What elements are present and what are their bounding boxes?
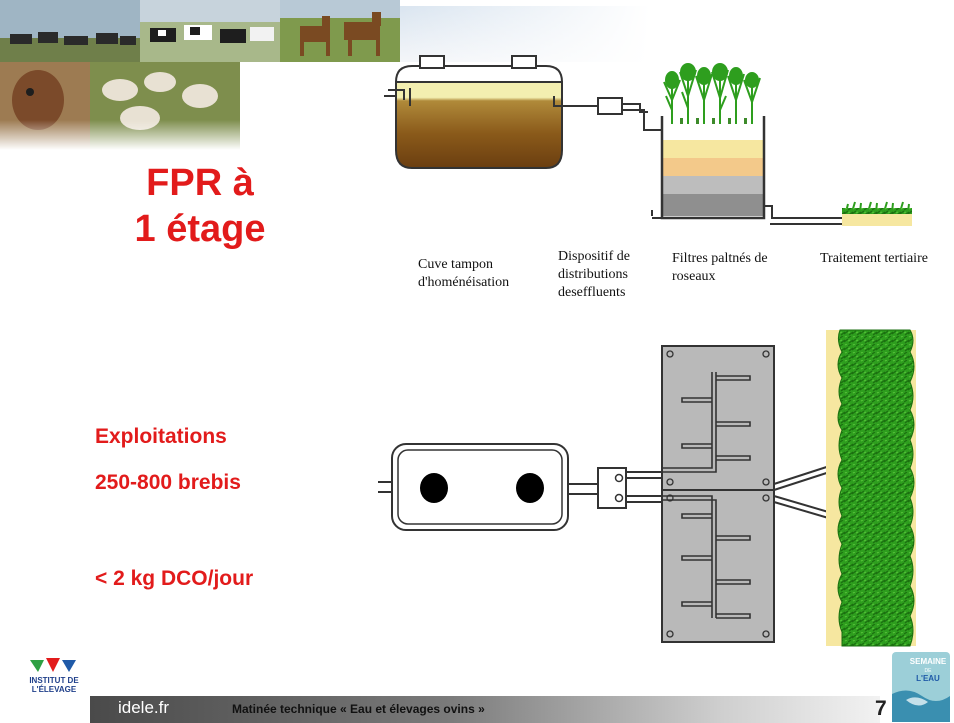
title-line-2: 1 étage [134,208,266,250]
dco-text: < 2 kg DCO/jour [95,567,254,590]
buffer-tank-section [384,55,563,169]
reed-filter-section [651,63,842,225]
footer-site: idele.fr [118,698,170,717]
distribution-pipe-top [553,96,664,131]
buffer-tank-plan [378,443,569,531]
logo-red-triangle [46,658,60,672]
goat-silhouettes [10,32,136,45]
label-cuve-line2: d'homénéisation [418,275,510,290]
logo-idele-line2: L'ÉLEVAGE [32,685,77,694]
label-dispositif-line1: Dispositif de [558,249,630,264]
title-line-1: FPR à [146,162,254,204]
logo-blue-triangle [62,660,76,672]
tertiary-treatment-section [842,201,912,226]
treatment-diagram [378,55,916,647]
semaine-eau-logo: SEMAINE DE L'EAU [888,650,952,723]
label-cuve-line1: Cuve tampon [418,257,494,272]
logo-eau-line2: DE [925,668,933,674]
footer: idele.fr Matinée technique « Eau et élev… [0,696,954,723]
photo-banner [0,0,954,150]
label-traitement: Traitement tertiaire [820,251,928,266]
institut-elevage-logo: INSTITUT DE L'ÉLEVAGE [22,642,92,700]
horse-silhouettes [300,12,381,56]
label-dispositif-line3: deseffluents [558,285,626,300]
slide-title: FPR à 1 étage [105,160,295,252]
logo-idele-line1: INSTITUT DE [29,676,79,685]
label-filtres-line1: Filtres paltnés de [672,251,768,266]
exploitations-text: Exploitations [95,425,227,448]
label-dispositif-line2: distributions [558,267,629,282]
label-filtres-line2: roseaux [672,269,716,284]
footer-bar [90,696,880,723]
cow-silhouettes [150,25,274,43]
reed-filter-plan [661,345,843,643]
tertiary-treatment-plan [826,329,916,647]
brebis-text: 250-800 brebis [95,471,241,494]
footer-event-title: Matinée technique « Eau et élevages ovin… [232,702,485,716]
distribution-box-plan [568,467,664,509]
logo-eau-line1: SEMAINE [910,657,947,666]
logo-eau-line3: L'EAU [916,674,940,683]
page-number: 7 [875,697,887,720]
logo-green-triangle [30,660,44,672]
